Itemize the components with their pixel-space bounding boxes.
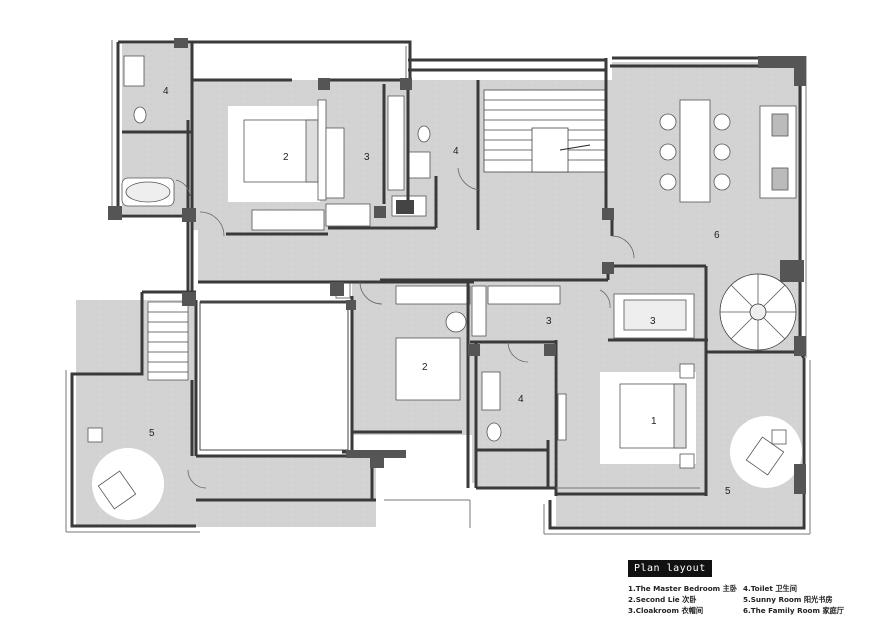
- dining-chairs: [659, 113, 731, 191]
- room-label-second-bed-top: 2: [283, 152, 289, 163]
- room-labels: 4 2 3 4 6 3 3 2 4 1 5 5: [149, 86, 731, 497]
- legend-item: 1.The Master Bedroom 主卧: [628, 584, 738, 593]
- room-label-cloak-mid: 3: [546, 316, 552, 327]
- windows: [65, 40, 811, 535]
- room-label-cloak-right: 3: [650, 316, 656, 327]
- dining-table: [679, 99, 711, 203]
- floor-main-corridor: [198, 228, 612, 283]
- legend-item: 3.Cloakroom 衣帽间: [628, 606, 704, 615]
- room-label-cloak-top: 3: [364, 152, 370, 163]
- columns: [108, 38, 806, 494]
- legend-items: 1.The Master Bedroom 主卧 4.Toilet 卫生间 2.S…: [628, 584, 868, 616]
- legend-item: 5.Sunny Room 阳光书房: [743, 595, 833, 604]
- door-swings: [175, 167, 635, 489]
- staircase-top: [483, 89, 607, 173]
- sink-top-left: [123, 55, 145, 87]
- room-label-toilet-top-left: 4: [163, 86, 169, 97]
- armchair-left: [97, 470, 137, 510]
- legend-item: 6.The Family Room 家庭厅: [743, 606, 845, 615]
- room-label-toilet-mid: 4: [518, 394, 524, 405]
- floor-balcony-left: [196, 455, 376, 527]
- spiral-staircase: [719, 273, 797, 351]
- room-label-family-room: 6: [714, 230, 720, 241]
- legend-item: 4.Toilet 卫生间: [743, 584, 797, 593]
- walls: [70, 40, 806, 530]
- legend-title: Plan layout: [628, 560, 712, 577]
- room-label-master-bed: 1: [651, 416, 657, 427]
- room-label-sunny-left: 5: [149, 428, 155, 439]
- floor-toilet-mid-lower: [476, 450, 554, 488]
- furniture: [87, 55, 802, 520]
- room-label-toilet-top-mid: 4: [453, 146, 459, 157]
- atrium-void: [199, 301, 349, 451]
- armchair-right: [745, 436, 785, 476]
- toilet-top-left: [133, 106, 147, 124]
- room-label-sunny-right: 5: [725, 486, 731, 497]
- bed-mid: [395, 337, 461, 401]
- room-label-second-bed-mid: 2: [422, 362, 428, 373]
- plan-legend: Plan layout 1.The Master Bedroom 主卧 4.To…: [628, 556, 868, 616]
- legend-item: 2.Second Lie 次卧: [628, 595, 697, 604]
- staircase-left: [147, 301, 189, 381]
